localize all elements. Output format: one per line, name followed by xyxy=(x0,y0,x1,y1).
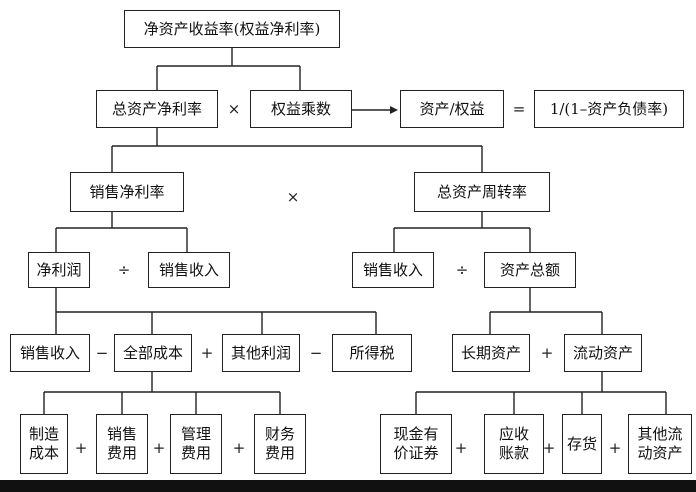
long-term-assets-node: 长期资产 xyxy=(452,334,530,372)
sales-revenue-node: 销售收入 xyxy=(10,334,90,372)
plus-operator: + xyxy=(608,439,622,457)
selling-expense-node: 销售 费用 xyxy=(96,414,148,474)
total-cost-node: 全部成本 xyxy=(114,334,192,372)
asset-turnover-node: 总资产周转率 xyxy=(414,172,550,212)
bottom-border-bar xyxy=(0,480,696,492)
current-assets-node: 流动资产 xyxy=(564,334,642,372)
minus-operator: − xyxy=(95,344,109,362)
other-current-assets-node: 其他流 动资产 xyxy=(628,414,692,474)
income-tax-node: 所得税 xyxy=(332,334,412,372)
finance-expense-node: 财务 费用 xyxy=(254,414,306,474)
manufacturing-cost-node: 制造 成本 xyxy=(20,414,68,474)
one-over-debt-ratio-node: 1/(1–资产负债率) xyxy=(534,90,684,128)
roe-node: 净资产收益率(权益净利率) xyxy=(124,10,340,48)
other-profit-node: 其他利润 xyxy=(222,334,300,372)
admin-expense-node: 管理 费用 xyxy=(170,414,222,474)
net-profit-margin-node: 销售净利率 xyxy=(70,172,184,212)
roa-node: 总资产净利率 xyxy=(96,90,218,128)
plus-operator: + xyxy=(542,439,556,457)
multiply-operator: × xyxy=(227,100,241,118)
sales-revenue-node: 销售收入 xyxy=(148,252,230,288)
plus-operator: + xyxy=(152,439,166,457)
plus-operator: + xyxy=(200,344,214,362)
minus-operator: − xyxy=(309,344,323,362)
cash-securities-node: 现金有 价证券 xyxy=(380,414,452,474)
multiply-operator: × xyxy=(286,188,300,206)
equity-multiplier-node: 权益乘数 xyxy=(250,90,352,128)
equals-operator: = xyxy=(512,100,526,118)
plus-operator: + xyxy=(74,439,88,457)
divide-operator: ÷ xyxy=(117,261,131,279)
receivables-node: 应收 账款 xyxy=(484,414,544,474)
plus-operator: + xyxy=(540,344,554,362)
assets-over-equity-node: 资产/权益 xyxy=(400,90,504,128)
inventory-node: 存货 xyxy=(562,414,602,474)
plus-operator: + xyxy=(232,439,246,457)
sales-revenue-node: 销售收入 xyxy=(352,252,434,288)
divide-operator: ÷ xyxy=(455,261,469,279)
plus-operator: + xyxy=(454,439,468,457)
total-assets-node: 资产总额 xyxy=(484,252,576,288)
net-profit-node: 净利润 xyxy=(28,252,90,288)
